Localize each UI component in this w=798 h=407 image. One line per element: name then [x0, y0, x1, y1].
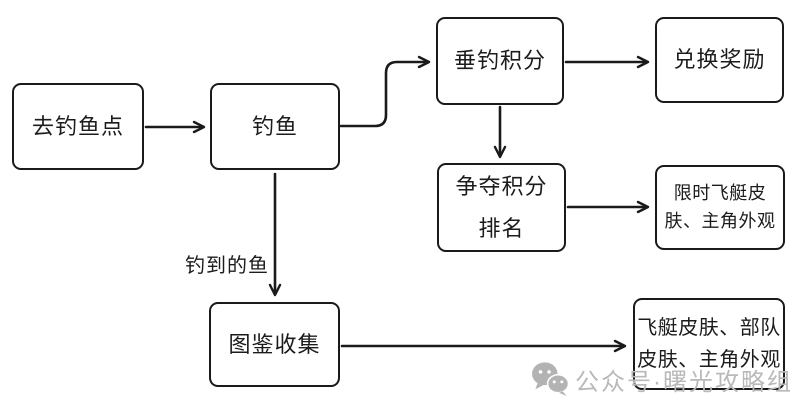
node-fishing: 钓鱼 — [210, 83, 340, 170]
node-label: 去钓鱼点 — [31, 113, 124, 139]
arrow-fishing-to-points — [339, 55, 431, 128]
node-exchange-rewards: 兑换奖励 — [655, 17, 784, 103]
node-label-line2: 皮肤、主角外观 — [637, 349, 781, 371]
node-label-line2: 肤、主角外观 — [664, 210, 776, 231]
node-label: 兑换奖励 — [673, 47, 766, 73]
node-points-ranking: 争夺积分 排名 — [437, 163, 566, 252]
node-collection: 图鉴收集 — [209, 302, 340, 387]
node-collection-rewards: 飞艇皮肤、部队 皮肤、主角外观 — [633, 298, 785, 390]
node-go-fishing-spot: 去钓鱼点 — [12, 83, 144, 170]
node-limited-airship-skins: 限时飞艇皮 肤、主角外观 — [655, 165, 785, 250]
node-label: 图鉴收集 — [228, 331, 321, 357]
node-label-line2: 排名 — [478, 215, 525, 241]
node-label: 垂钓积分 — [453, 48, 546, 74]
edge-label-caught-fish: 钓到的鱼 — [185, 255, 269, 277]
node-label-line1: 限时飞艇皮 — [673, 182, 767, 203]
node-fishing-points: 垂钓积分 — [436, 17, 564, 105]
node-label: 钓鱼 — [251, 113, 298, 139]
node-label-line1: 争夺积分 — [455, 173, 548, 199]
node-label-line1: 飞艇皮肤、部队 — [637, 317, 781, 339]
